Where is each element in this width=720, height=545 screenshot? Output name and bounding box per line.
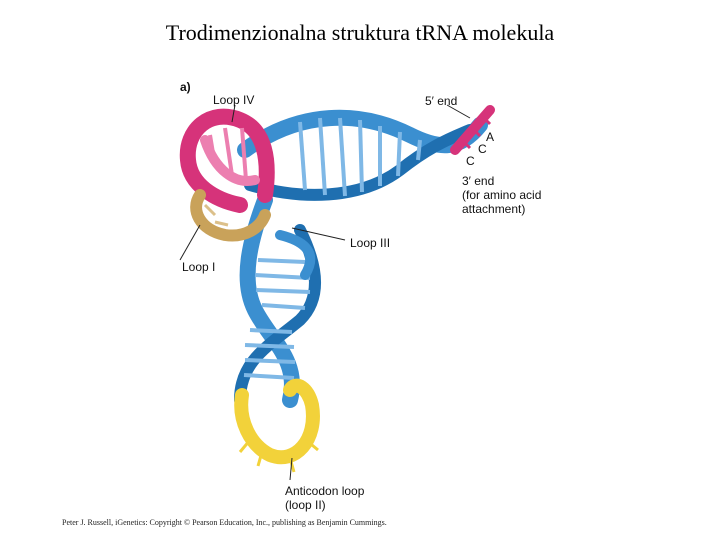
leader-loop-iii [291, 227, 346, 241]
three-prime-tail [450, 105, 495, 155]
leader-anticodon [289, 457, 293, 481]
label-loop-iv: Loop IV [213, 93, 255, 107]
label-three-end-2: (for amino acid [462, 188, 542, 202]
label-three-end-3: attachment) [462, 202, 526, 216]
label-a: A [486, 130, 495, 144]
label-anticodon-1: Anticodon loop [285, 484, 365, 498]
leader-five-end [446, 104, 471, 119]
leader-loop-i [179, 224, 201, 261]
loop-iii-strand [275, 230, 316, 280]
label-anticodon-2: (loop II) [285, 498, 326, 512]
loop-i [190, 189, 271, 242]
panel-label: a) [180, 80, 191, 94]
loop-iv [179, 108, 275, 213]
label-c2: C [466, 154, 475, 168]
copyright-footer: Peter J. Russell, iGenetics: Copyright ©… [62, 518, 387, 527]
label-three-end-1: 3′ end [462, 174, 495, 188]
label-loop-iii: Loop III [350, 236, 391, 250]
label-c1: C [478, 142, 487, 156]
acceptor-stem [237, 109, 488, 201]
page-title: Trodimenzionalna struktura tRNA molekula [165, 20, 555, 45]
label-loop-i: Loop I [182, 260, 216, 274]
anticodon-loop [234, 378, 320, 473]
leader-loop-iv [231, 104, 236, 123]
label-five-end: 5′ end [425, 94, 458, 108]
